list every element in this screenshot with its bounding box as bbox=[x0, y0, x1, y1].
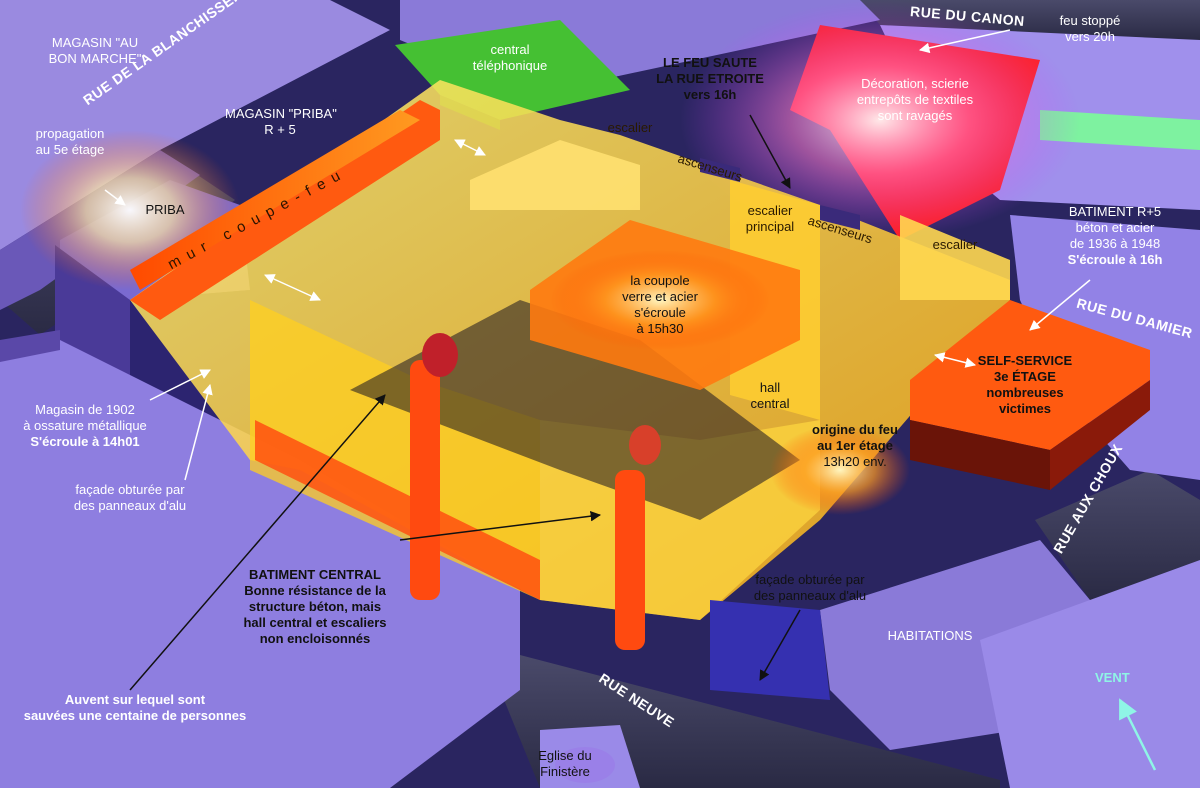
origine-glow bbox=[770, 425, 910, 515]
self-service-front bbox=[910, 420, 1050, 490]
arrow-batiment-r5 bbox=[1029, 279, 1091, 331]
mur-coupe-feu bbox=[130, 110, 420, 290]
pillar-left bbox=[410, 360, 440, 600]
priba-burning-top bbox=[130, 100, 440, 320]
label-magasin-priba: MAGASIN "PRIBA"R + 5 bbox=[225, 106, 337, 137]
building-front-left bbox=[0, 340, 520, 788]
label-priba: PRIBA bbox=[145, 202, 185, 217]
label-vent: VENT bbox=[1095, 670, 1130, 685]
front-orange-band bbox=[255, 420, 540, 600]
building-front-left-edge bbox=[0, 330, 60, 362]
ascenseurs-right-blocks bbox=[820, 205, 860, 230]
arrow-auvent bbox=[129, 394, 386, 691]
ascenseurs-left-blocks bbox=[700, 158, 740, 182]
road-choux bbox=[1035, 470, 1200, 600]
siren-right bbox=[629, 425, 661, 465]
self-service-block bbox=[910, 300, 1150, 450]
arrow-facade-right bbox=[759, 609, 801, 681]
arrow-facade-left bbox=[184, 383, 213, 481]
arrow-vent bbox=[1118, 698, 1157, 771]
hall-central-void bbox=[350, 300, 800, 520]
facade-panel-right bbox=[710, 600, 830, 700]
coupole-glow bbox=[550, 250, 770, 350]
label-escalier-right: escalier bbox=[932, 237, 978, 252]
arrow-magasin-1902 bbox=[149, 369, 211, 401]
label-escalier-top: escalier bbox=[607, 120, 653, 135]
arrow-propagation-self bbox=[933, 352, 977, 368]
arrow-propagation-priba bbox=[264, 274, 321, 301]
building-bottom-right bbox=[980, 560, 1200, 788]
eglise-dome bbox=[555, 747, 615, 783]
arrow-propagation bbox=[104, 189, 126, 206]
label-habitations: HABITATIONS bbox=[887, 628, 973, 643]
pillar-right bbox=[615, 470, 645, 650]
escalier-right-block bbox=[900, 215, 1010, 300]
arrow-feu-saute bbox=[749, 114, 791, 189]
arrow-feu-stoppe bbox=[918, 29, 1011, 54]
siren-left bbox=[422, 333, 458, 377]
arrow-batiment-central bbox=[399, 510, 602, 541]
arrow-propagation-tel bbox=[454, 139, 486, 156]
self-service-side bbox=[1050, 380, 1150, 490]
escalier-top-block bbox=[470, 140, 640, 210]
fire-glow-decoration bbox=[680, 0, 1080, 240]
